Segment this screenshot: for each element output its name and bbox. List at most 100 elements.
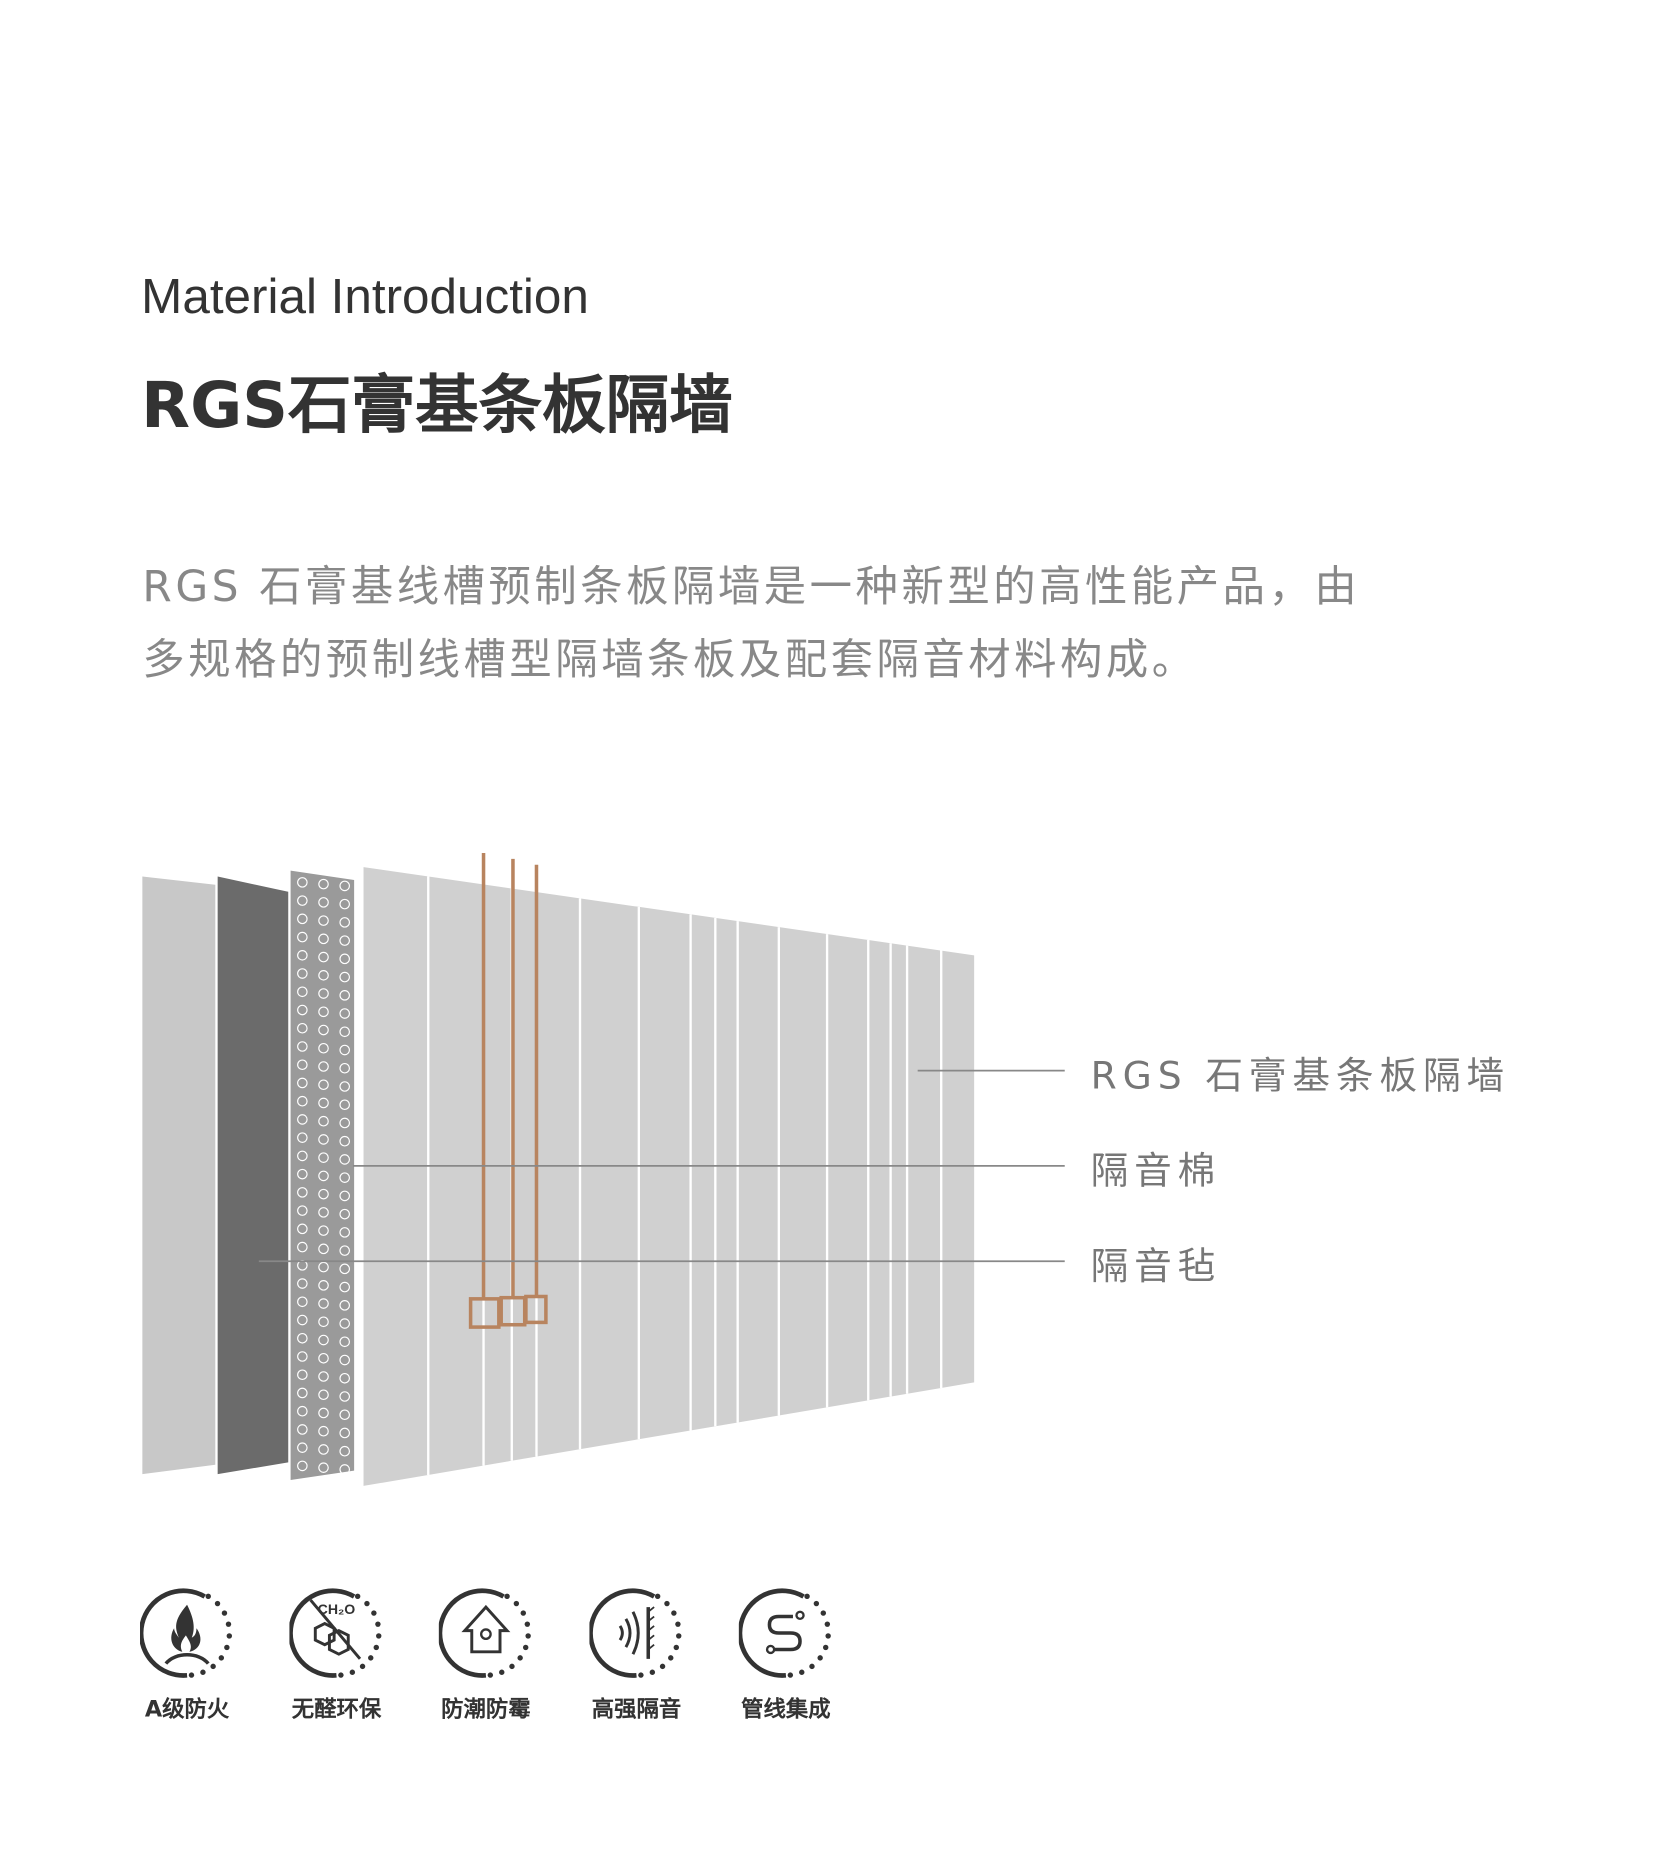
label-sound-felt: 隔音毡 xyxy=(1090,1243,1222,1289)
ring-dot xyxy=(513,1600,520,1607)
hole xyxy=(297,1314,308,1326)
ring-dot xyxy=(522,1644,529,1651)
description-line-2: 多规格的预制线槽型隔墙条板及配套隔音材料构成。 xyxy=(142,636,1198,685)
label-rgs-wall: RGS 石膏基条板隔墙 xyxy=(1090,1052,1511,1098)
ring-dot xyxy=(218,1655,225,1661)
hole xyxy=(297,1168,308,1180)
hole xyxy=(339,1336,351,1348)
ring-dot xyxy=(659,1663,666,1670)
moisture-proof-house-icon xyxy=(438,1588,531,1678)
wall-structure-diagram xyxy=(142,852,1065,1486)
no-formaldehyde-icon: CH₂O xyxy=(289,1588,382,1678)
ring-dot xyxy=(517,1655,523,1661)
hole xyxy=(318,1042,329,1054)
hole xyxy=(318,1407,329,1419)
ring-dot xyxy=(671,1610,677,1616)
feature-label: 防潮防霉 xyxy=(441,1696,531,1723)
hole xyxy=(297,931,308,943)
feature-label: 无醛环保 xyxy=(291,1696,382,1723)
hole xyxy=(318,1207,329,1218)
hole xyxy=(318,1006,329,1018)
conduit-wires xyxy=(468,852,548,1329)
ring-dot xyxy=(817,1655,823,1661)
ring-dot xyxy=(205,1593,211,1600)
hole xyxy=(297,1442,308,1453)
hole xyxy=(297,1004,308,1016)
hole xyxy=(297,1041,308,1052)
ring-dot xyxy=(188,1672,195,1678)
ring-dot xyxy=(225,1621,232,1627)
hole xyxy=(339,1445,351,1457)
hole xyxy=(339,1099,351,1111)
hole xyxy=(339,1245,351,1256)
rgs-wall-panel xyxy=(363,867,975,1486)
hole xyxy=(318,1079,329,1091)
sound-felt-panel xyxy=(217,876,289,1475)
ring-dot xyxy=(676,1633,682,1639)
hole xyxy=(297,1077,308,1089)
ring-dot xyxy=(368,1655,374,1661)
ring-dot xyxy=(673,1644,679,1651)
hole xyxy=(297,1405,308,1417)
ring-dot xyxy=(654,1593,661,1600)
hole xyxy=(318,988,329,999)
ring-dot xyxy=(524,1621,531,1627)
svg-text:CH₂O: CH₂O xyxy=(318,1601,356,1617)
feature-label: 高强隔音 xyxy=(591,1696,682,1723)
hole xyxy=(339,1227,351,1238)
hole xyxy=(297,1205,308,1216)
hole xyxy=(339,1008,351,1019)
hole xyxy=(297,1223,308,1235)
hole xyxy=(318,1425,329,1437)
hole xyxy=(318,1261,329,1273)
hole xyxy=(297,1187,308,1198)
hole xyxy=(339,898,351,910)
ring-dot xyxy=(520,1610,526,1616)
ring-dot xyxy=(226,1633,233,1639)
hole xyxy=(297,1278,308,1289)
ring-dot xyxy=(214,1600,221,1607)
ring-dot xyxy=(804,1593,810,1600)
hole xyxy=(318,1298,329,1309)
leader-lines xyxy=(258,1069,1065,1263)
ring-dot xyxy=(499,1669,505,1675)
hole xyxy=(297,895,308,906)
hole xyxy=(339,1427,351,1439)
pipeline-icon xyxy=(738,1588,831,1678)
ring-dot xyxy=(809,1663,815,1670)
feature-pipeline-integration: 管线集成 xyxy=(721,1586,850,1724)
hole xyxy=(297,877,308,888)
hole xyxy=(297,986,308,998)
hole xyxy=(297,1095,308,1107)
hole xyxy=(318,970,329,981)
hole xyxy=(318,878,329,890)
hole xyxy=(297,1387,308,1399)
hole xyxy=(297,1424,308,1435)
hole xyxy=(318,1170,329,1182)
ring-dot xyxy=(675,1621,681,1627)
feature-label: 管线集成 xyxy=(741,1696,831,1723)
hole xyxy=(339,1135,351,1147)
hole xyxy=(339,1044,351,1056)
sound-cotton-panel xyxy=(290,870,355,1481)
hole xyxy=(339,1117,351,1129)
hole xyxy=(339,1062,351,1074)
ring-dot xyxy=(638,1672,644,1678)
page-title: RGS石膏基条板隔墙 xyxy=(141,368,733,443)
hole xyxy=(318,897,329,908)
hole xyxy=(339,953,351,965)
hole xyxy=(339,1263,351,1275)
ring-dot xyxy=(525,1633,531,1639)
hole xyxy=(318,1188,329,1200)
ring-dot xyxy=(200,1669,206,1675)
ring-dot xyxy=(822,1644,829,1651)
feature-label: A级防火 xyxy=(144,1696,230,1723)
hole xyxy=(297,1332,308,1344)
ring-dot xyxy=(487,1672,494,1678)
fire-icon xyxy=(140,1588,233,1678)
hole xyxy=(297,1059,308,1071)
hole xyxy=(318,1134,329,1145)
hole xyxy=(339,990,351,1001)
section-subtitle: Material Introduction xyxy=(141,268,589,324)
